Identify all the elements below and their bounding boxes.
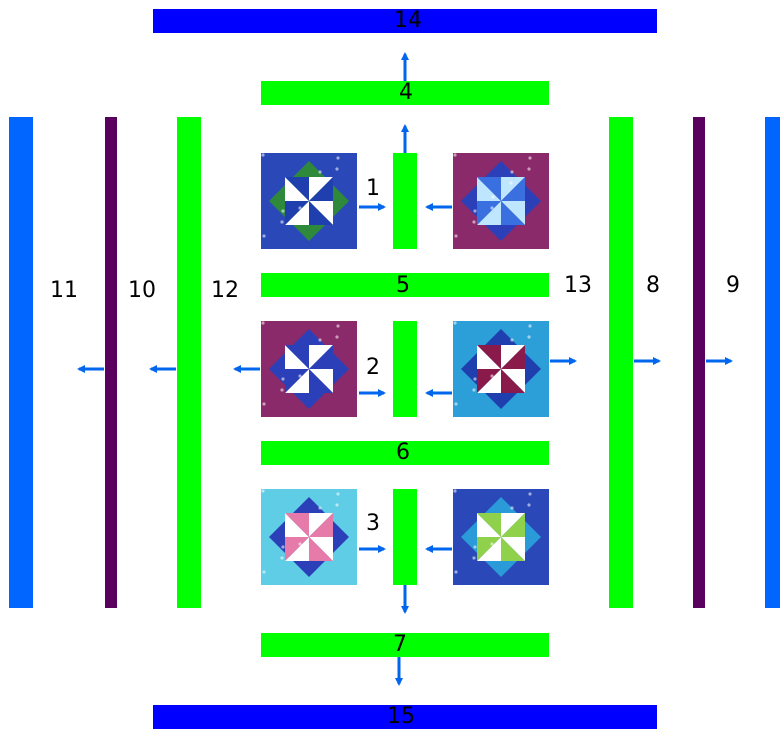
sashing-row-2-3 (261, 441, 549, 465)
label-1: 1 (366, 176, 380, 201)
label-7: 7 (393, 632, 407, 657)
label-3: 3 (366, 511, 380, 536)
outer-border-left-strip (9, 117, 33, 608)
quilt-block-row3-left (261, 489, 357, 585)
sashing-left-strip (177, 117, 201, 608)
label-2: 2 (366, 355, 380, 380)
quilt-block-row1-left (261, 153, 357, 249)
quilt-block-row2-right (453, 321, 549, 417)
label-8: 8 (646, 273, 660, 298)
quilt-block-row3-right (453, 489, 549, 585)
label-11: 11 (50, 278, 78, 303)
outer-border-bottom-strip (153, 705, 657, 729)
inner-border-right-strip (693, 117, 705, 608)
label-5: 5 (396, 273, 410, 298)
sashing-row-bottom (261, 633, 549, 657)
label-10: 10 (128, 278, 156, 303)
inner-border-left-strip (105, 117, 117, 608)
label-9: 9 (726, 273, 740, 298)
label-15: 15 (387, 704, 415, 729)
sashing-between-blocks-row3 (393, 489, 417, 585)
sashing-between-blocks-row2 (393, 321, 417, 417)
label-13: 13 (564, 273, 592, 298)
sashing-between-blocks-row1 (393, 153, 417, 249)
label-6: 6 (396, 440, 410, 465)
outer-border-right-strip (765, 117, 780, 608)
sashing-row-top (261, 81, 549, 105)
outer-border-top-strip (153, 9, 657, 33)
label-12: 12 (211, 278, 239, 303)
quilt-block-row2-left (261, 321, 357, 417)
sashing-right-strip (609, 117, 633, 608)
label-14: 14 (394, 8, 422, 33)
label-4: 4 (399, 80, 413, 105)
quilt-block-row1-right (453, 153, 549, 249)
sashing-row-1-2 (261, 273, 549, 297)
